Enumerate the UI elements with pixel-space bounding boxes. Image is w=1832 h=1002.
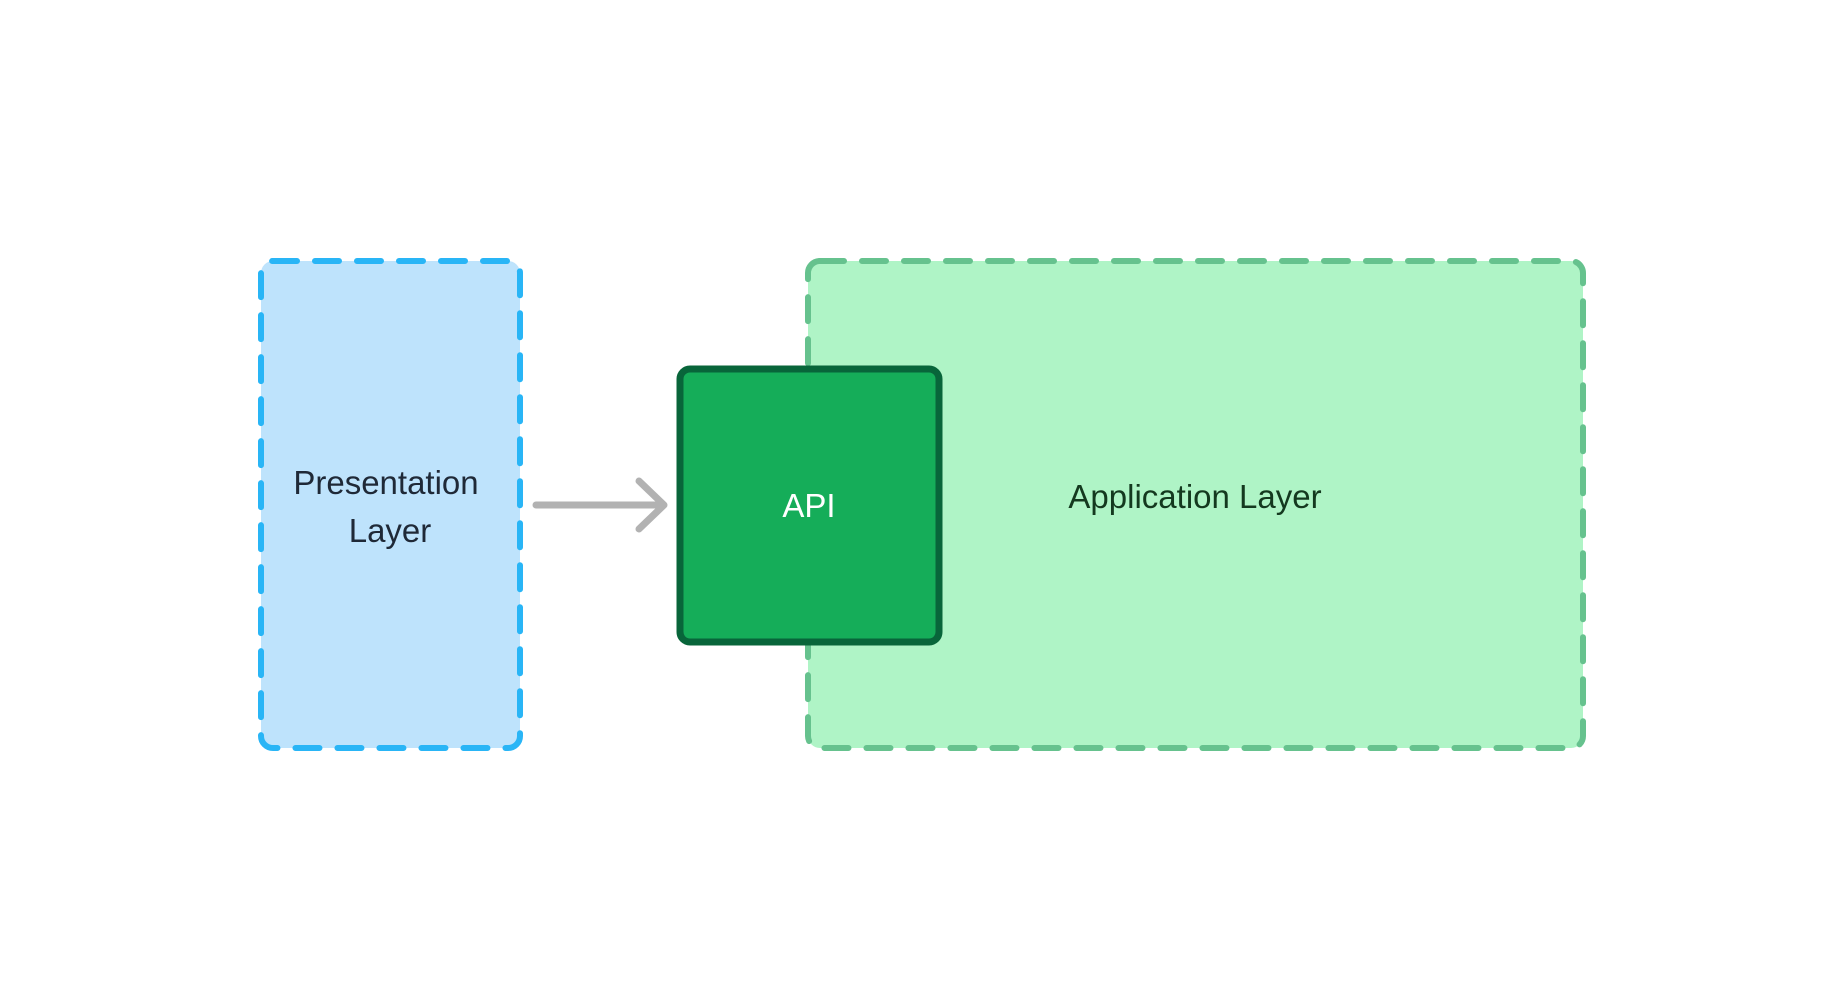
application-layer-label: Application Layer	[1068, 478, 1321, 515]
presentation-layer-label-line1: Presentation	[293, 464, 478, 501]
presentation-layer-box	[258, 258, 523, 751]
arrow-head-icon	[635, 477, 668, 533]
presentation-layer-label-line2: Layer	[349, 512, 432, 549]
api-box	[676, 365, 943, 646]
presentation-layer-node[interactable]: Presentation Layer	[258, 258, 523, 751]
api-label: API	[782, 487, 835, 524]
arrow-presentation-to-api	[532, 477, 668, 533]
api-node[interactable]: API	[676, 365, 943, 646]
